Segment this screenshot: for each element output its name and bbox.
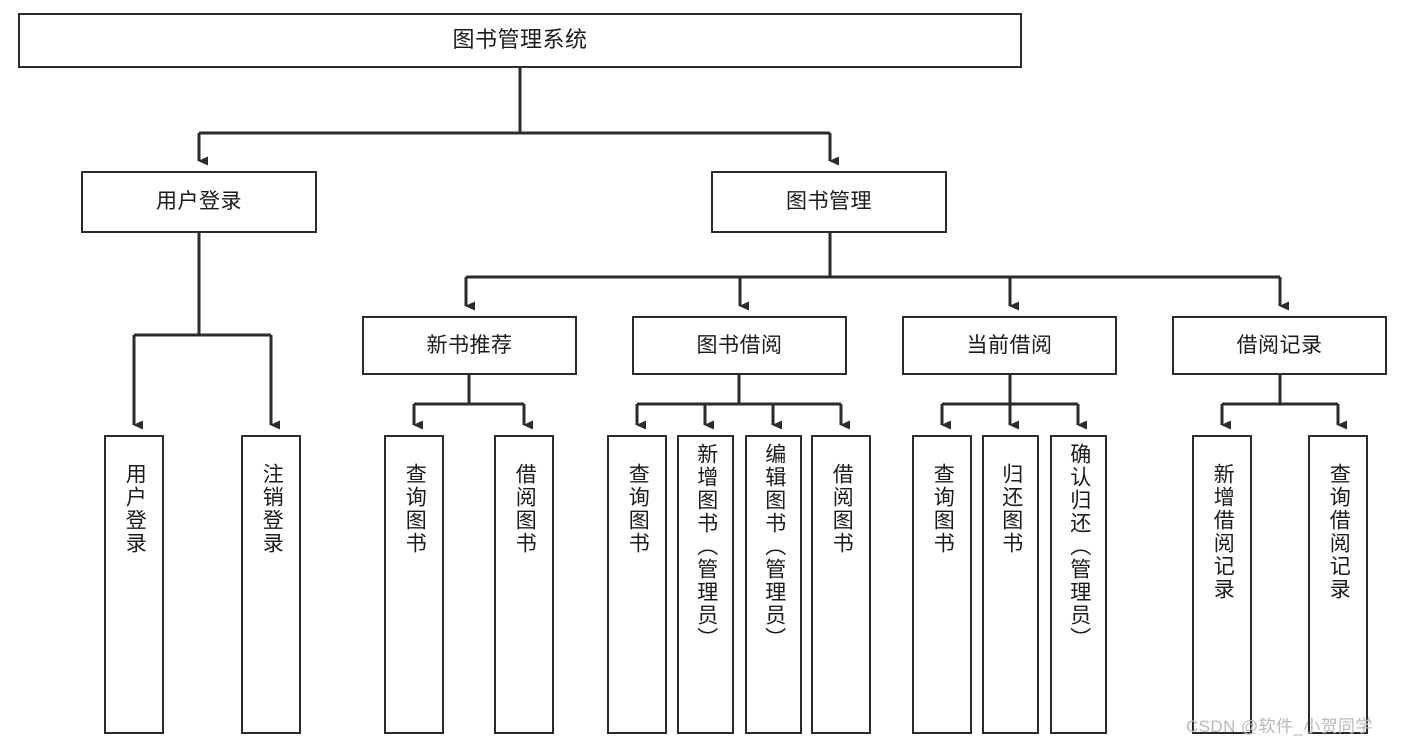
node-label: 新书推荐 [426,333,513,357]
node-label: 借阅记录 [1236,333,1323,357]
node-label: 查询图书 [931,463,955,555]
node-book-borrow[interactable]: 图书借阅 [632,316,847,375]
leaf-new-book-query-books[interactable]: 查询图书 [384,435,444,734]
node-label: 新增借阅记录 [1211,463,1235,601]
leaf-user-login-login[interactable]: 用户登录 [104,435,164,734]
node-label: 图书管理系统 [452,27,588,53]
leaf-new-book-borrow-books[interactable]: 借阅图书 [494,435,554,734]
node-label: 确认归还（管理员） [1067,443,1091,650]
node-label: 编辑图书（管理员） [762,443,786,650]
node-label: 查询图书 [626,463,650,555]
node-new-book-recommend[interactable]: 新书推荐 [362,316,577,375]
node-root-book-management-system[interactable]: 图书管理系统 [18,13,1022,68]
leaf-book-borrow-edit-book-admin[interactable]: 编辑图书（管理员） [745,435,802,734]
node-label: 查询图书 [403,463,427,555]
leaf-book-borrow-borrow-books[interactable]: 借阅图书 [811,435,871,734]
node-label: 查询借阅记录 [1327,463,1351,601]
node-current-borrow[interactable]: 当前借阅 [902,316,1117,375]
leaf-current-borrow-confirm-return-admin[interactable]: 确认归还（管理员） [1050,435,1107,734]
node-user-login[interactable]: 用户登录 [81,171,317,233]
node-label: 归还图书 [999,463,1023,555]
node-label: 用户登录 [156,190,242,214]
node-label: 用户登录 [123,463,147,555]
node-label: 借阅图书 [513,463,537,555]
node-label: 图书借阅 [696,333,783,357]
node-label: 注销登录 [260,463,284,555]
node-label: 当前借阅 [966,333,1053,357]
leaf-book-borrow-query-books[interactable]: 查询图书 [607,435,667,734]
leaf-current-borrow-return-books[interactable]: 归还图书 [982,435,1039,734]
leaf-current-borrow-query-books[interactable]: 查询图书 [912,435,972,734]
leaf-book-borrow-add-book-admin[interactable]: 新增图书（管理员） [677,435,734,734]
leaf-user-login-logout[interactable]: 注销登录 [241,435,301,734]
leaf-borrow-record-query-record[interactable]: 查询借阅记录 [1308,435,1368,734]
leaf-borrow-record-add-record[interactable]: 新增借阅记录 [1192,435,1252,734]
node-borrow-record[interactable]: 借阅记录 [1172,316,1387,375]
node-label: 图书管理 [786,190,872,214]
node-label: 借阅图书 [830,463,854,555]
node-book-management[interactable]: 图书管理 [711,171,947,233]
node-label: 新增图书（管理员） [694,443,718,650]
